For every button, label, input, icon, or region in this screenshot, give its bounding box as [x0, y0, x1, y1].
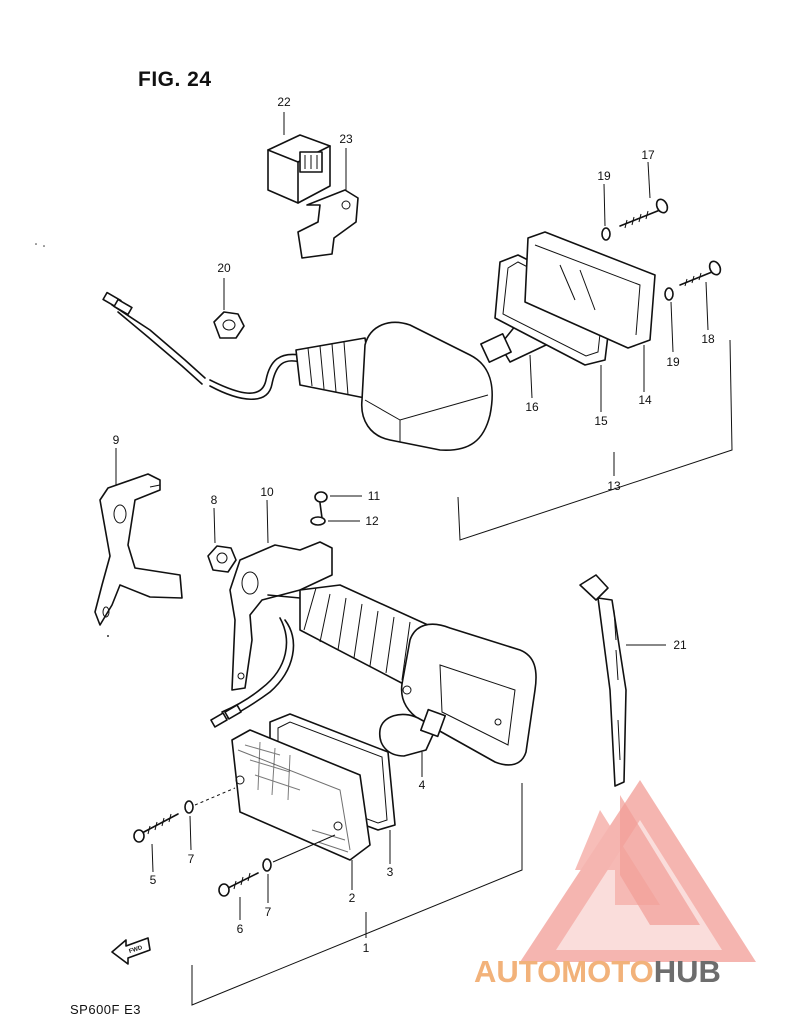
callout-23: 23: [339, 132, 353, 146]
figure-title: FIG. 24: [138, 68, 212, 91]
callout-14: 14: [638, 393, 652, 407]
leader-18: [705, 281, 709, 331]
fwd-arrow-icon: FWD: [111, 937, 151, 965]
callout-1: 1: [363, 941, 370, 955]
fwd-arrow-label: FWD: [128, 945, 143, 955]
callout-4: 4: [419, 778, 426, 792]
part-8-nut: [207, 545, 237, 573]
leader-5: [151, 843, 154, 873]
leader-10: [266, 499, 269, 544]
part-11-screw: [314, 491, 328, 519]
part-7-washer-a: [184, 800, 194, 814]
callout-labels: 1 2 3 4 5 6 7 7 8 9 10 11 12 13 14 15 16…: [113, 95, 715, 955]
callout-2: 2: [349, 891, 356, 905]
callout-22: 22: [277, 95, 291, 109]
part-22-relay: [267, 134, 331, 204]
callout-12: 12: [365, 514, 379, 528]
callout-3: 3: [387, 865, 394, 879]
part-20-nut: [213, 311, 245, 339]
part-17-screw: [619, 198, 669, 229]
part-18-screw: [679, 260, 722, 287]
dash-7a: [194, 787, 236, 806]
part-12-washer: [310, 516, 326, 526]
part-5-screw: [133, 813, 179, 843]
bracket-1: [191, 783, 523, 1006]
part-7-washer-b: [262, 858, 272, 872]
callout-20: 20: [217, 261, 231, 275]
model-code: SP600F E3: [70, 1002, 141, 1017]
leader-8: [213, 507, 216, 544]
callout-11: 11: [368, 489, 381, 503]
callout-7b: 7: [265, 905, 272, 919]
part-10-bracket: [229, 541, 333, 691]
callout-21: 21: [673, 638, 687, 652]
callout-8: 8: [211, 493, 218, 507]
leader-16: [529, 354, 533, 399]
leader-17: [647, 161, 651, 199]
part-9-bracket: [94, 473, 183, 626]
part-6-screw: [218, 872, 259, 897]
part-2-lens: [231, 729, 371, 861]
lower-turn-signal: [210, 584, 537, 766]
part-19-washer-upper: [601, 227, 611, 241]
callout-10: 10: [260, 485, 274, 499]
leader-7a: [189, 815, 192, 851]
callout-17: 17: [641, 148, 655, 162]
bracket-13: [457, 339, 733, 541]
leader-19b: [670, 301, 674, 353]
callout-13: 13: [607, 479, 621, 493]
part-19-washer-lower: [664, 287, 674, 301]
leader-19a: [603, 183, 606, 227]
upper-turn-signal: [102, 291, 493, 451]
part-4-bulb: [379, 708, 447, 757]
callout-9: 9: [113, 433, 120, 447]
callout-15: 15: [594, 414, 608, 428]
line-7b: [272, 834, 336, 863]
watermark-text: AUTOMOTOHUB: [474, 954, 721, 989]
callout-6: 6: [237, 922, 244, 936]
callout-16: 16: [525, 400, 539, 414]
part-23-bracket: [297, 189, 359, 259]
callout-5: 5: [150, 873, 157, 887]
callout-19a: 19: [597, 169, 611, 183]
part-21-cable-tie: [579, 574, 627, 787]
callout-18: 18: [701, 332, 715, 346]
callout-7a: 7: [188, 852, 195, 866]
callout-19b: 19: [666, 355, 680, 369]
watermark-logo: [520, 780, 756, 962]
part-14-lens: [524, 231, 656, 349]
